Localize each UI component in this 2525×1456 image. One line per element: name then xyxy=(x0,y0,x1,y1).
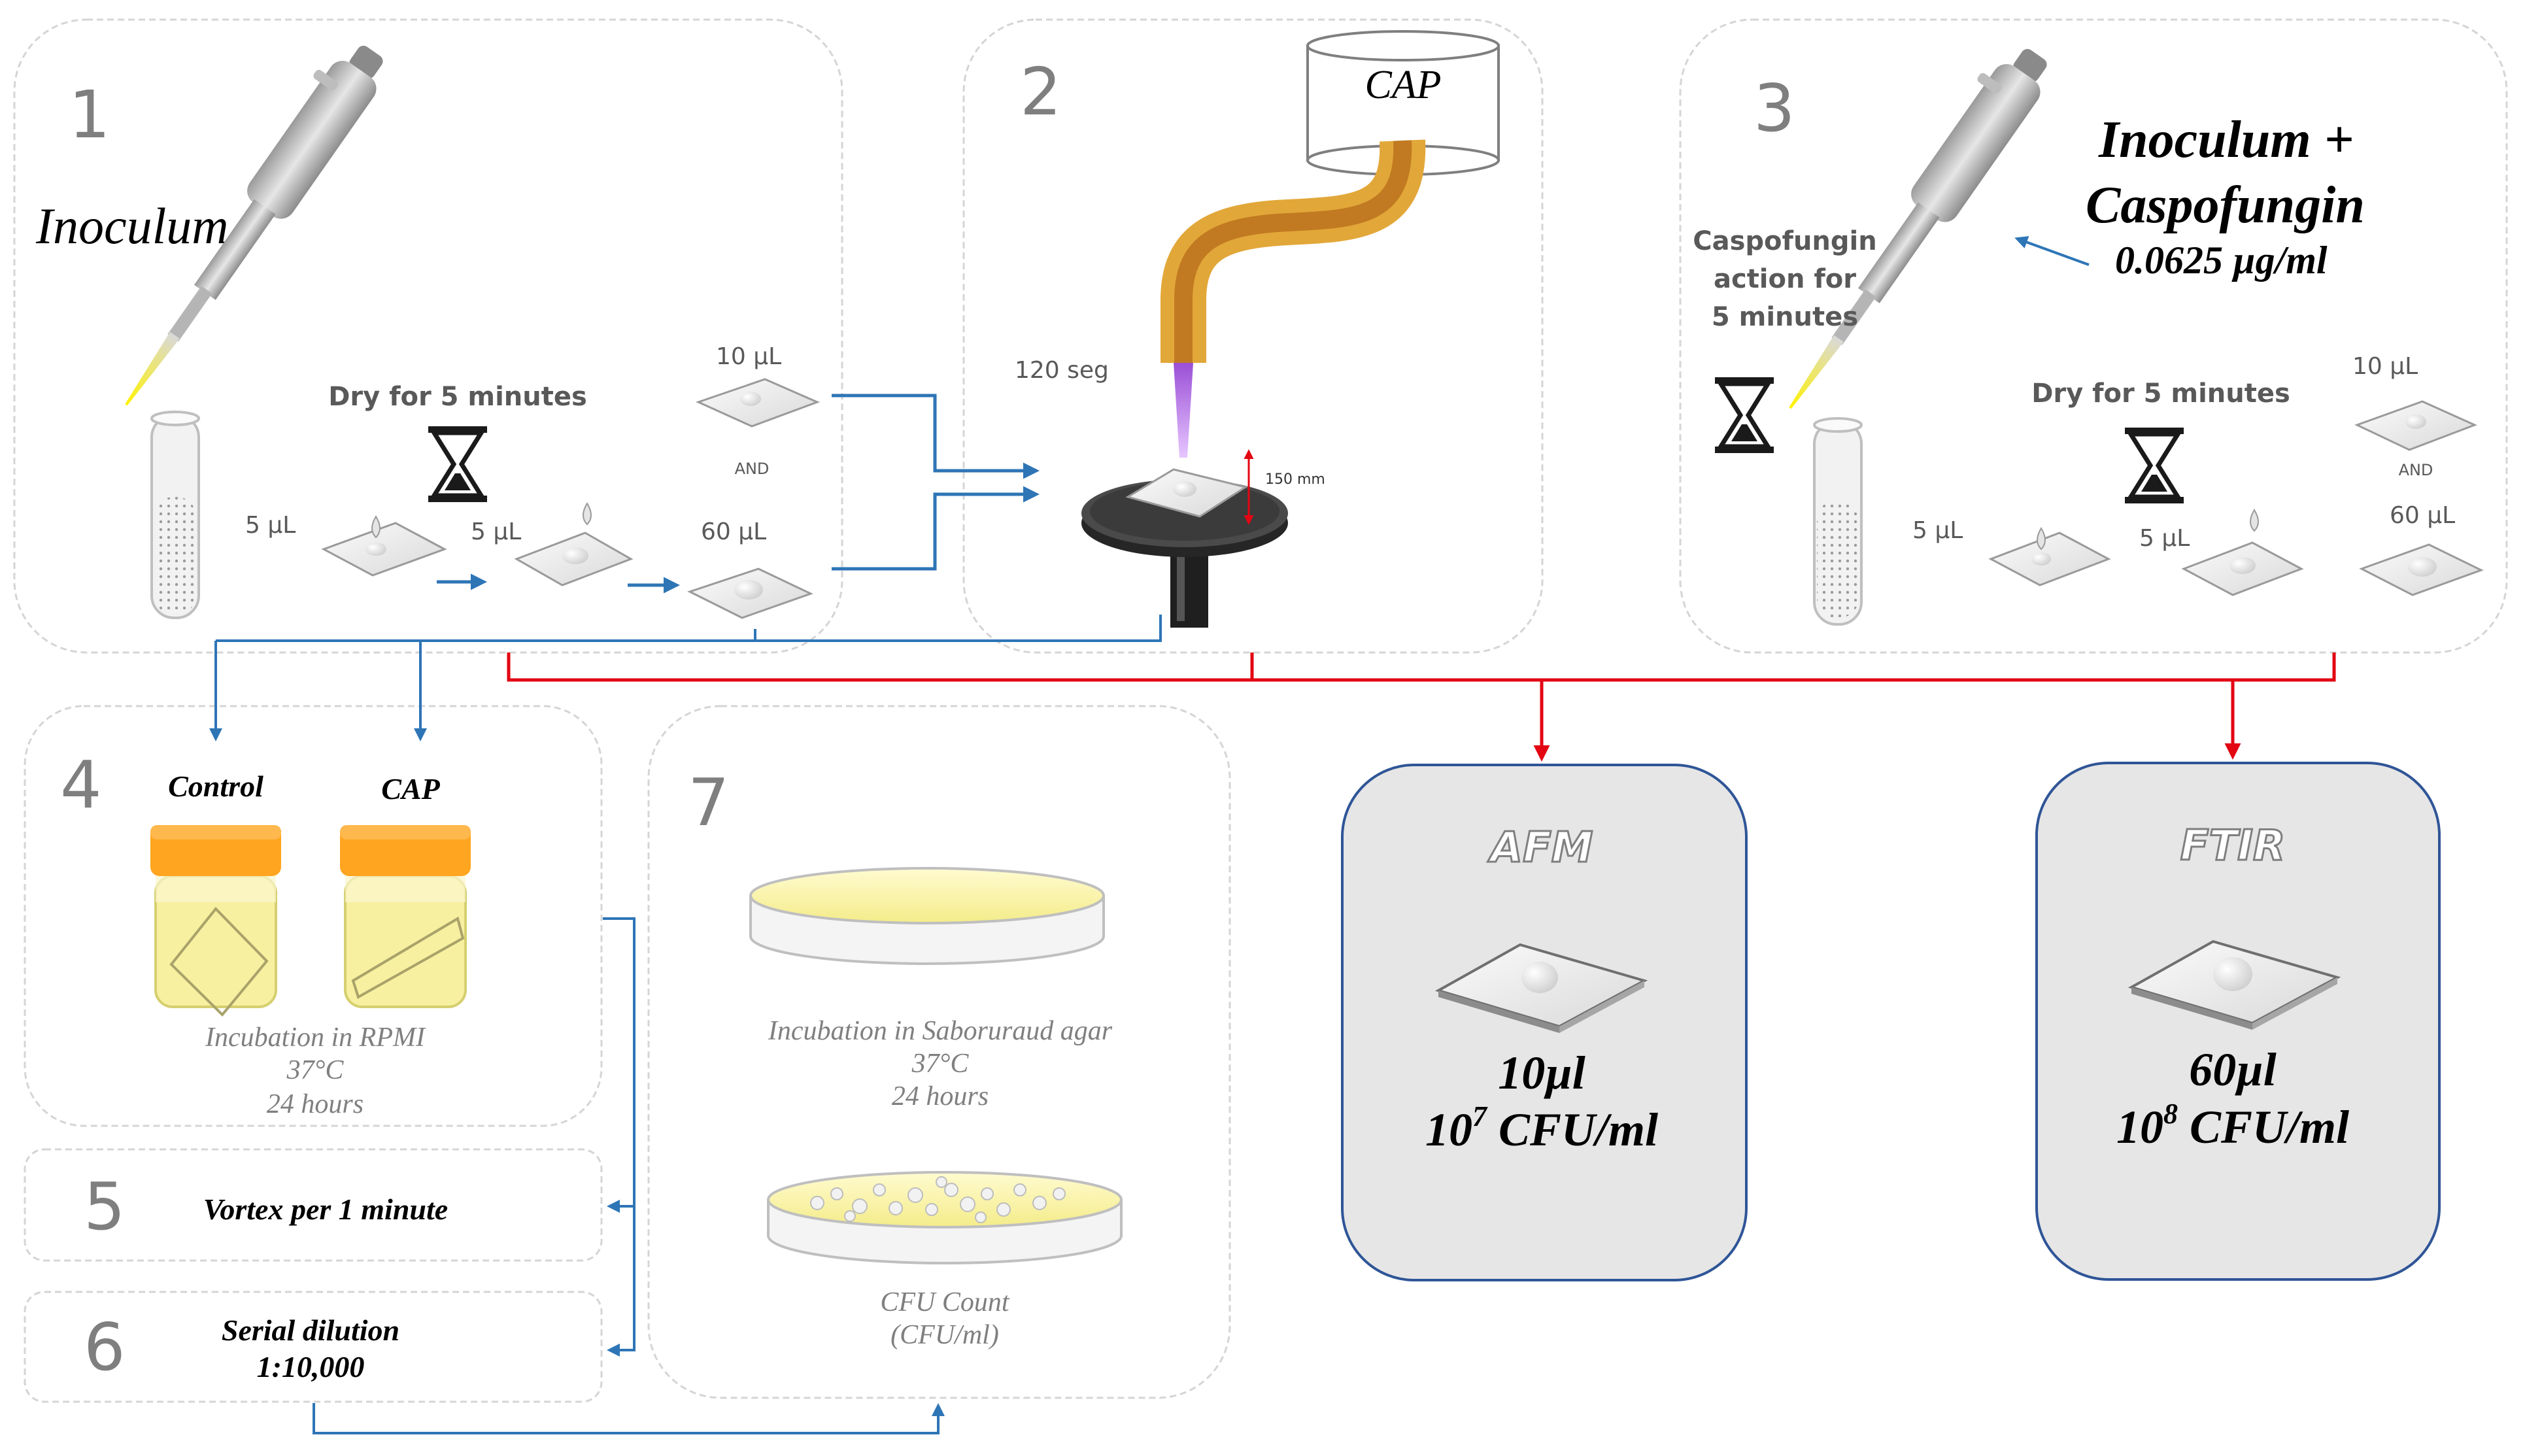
arrow-slide10-to-cap xyxy=(832,394,1040,479)
panel-7-number: 7 xyxy=(688,764,730,841)
panel-4-frame xyxy=(24,705,603,1127)
control-jar-icon xyxy=(150,825,281,1017)
panel-2-time: 120 seg xyxy=(1015,357,1109,384)
glass-slide-icon xyxy=(2354,400,2477,451)
panel-6-text-line1: Serial dilution xyxy=(222,1313,399,1347)
panel-6-text-line2: 1:10,000 xyxy=(257,1350,365,1383)
panel-3-dry-label: Dry for 5 minutes xyxy=(2031,379,2290,409)
glass-slide-icon xyxy=(2181,509,2304,596)
panel-5-text: Vortex per 1 minute xyxy=(203,1193,448,1226)
panel-1-vol-5a: 5 µL xyxy=(245,512,296,539)
panel-1-dry-label: Dry for 5 minutes xyxy=(328,382,587,412)
panel-7-count-line1: CFU Count xyxy=(880,1287,1010,1317)
panel-5-number: 5 xyxy=(84,1168,126,1245)
hourglass-icon xyxy=(1715,377,1774,453)
micropipette-icon xyxy=(125,45,383,406)
panel-7-incubation-line1: Incubation in Saboruraud agar xyxy=(768,1016,1113,1046)
panel-7-incubation-line2: 37°C xyxy=(911,1049,970,1079)
ftir-sample-slide-icon xyxy=(2127,940,2341,1030)
panel-7-count-line2: (CFU/ml) xyxy=(890,1320,999,1350)
blue-connector-to-panel4 xyxy=(754,615,1162,642)
test-tube-icon xyxy=(1813,417,1863,626)
arrow-panel6-to-panel7 xyxy=(313,1403,945,1434)
panel-2-cap-label: CAP xyxy=(1364,63,1441,107)
panel-2-number: 2 xyxy=(1020,54,1062,130)
panel-4-number: 4 xyxy=(60,747,102,823)
panel-frames xyxy=(13,18,2508,1403)
cap-cylinder-icon xyxy=(1306,30,1500,176)
panel-1-vol-5b: 5 µL xyxy=(471,518,521,545)
glass-slide-icon xyxy=(695,378,821,428)
glass-slide-icon xyxy=(687,567,813,619)
panel-3-vol-60: 60 µL xyxy=(2390,502,2455,529)
red-connector xyxy=(507,652,2336,682)
panel-2-frame xyxy=(962,18,1544,654)
ftir-volume: 60µl xyxy=(2189,1043,2277,1096)
hourglass-icon xyxy=(2125,428,2184,503)
panel-3-action-line3: 5 minutes xyxy=(1712,302,1858,332)
panel-1-and: AND xyxy=(735,460,770,478)
panel-7-frame xyxy=(647,705,1231,1399)
afm-conc-base: 10 xyxy=(1425,1104,1472,1156)
panel-7-incubation-line3: 24 hours xyxy=(892,1081,989,1111)
glass-slide-icon xyxy=(514,502,634,586)
panel-4-control-label: Control xyxy=(168,770,263,803)
test-tube-icon xyxy=(150,411,200,619)
petri-dish-icon xyxy=(749,867,1105,965)
panel-3-action-line2: action for xyxy=(1714,264,1856,294)
panel-4-incubation-line2: 37°C xyxy=(286,1055,345,1085)
panel-4-incubation-line1: Incubation in RPMI xyxy=(205,1023,426,1053)
cap-jar-icon xyxy=(340,825,471,1008)
arrow-panel4-to-panel5 xyxy=(603,917,635,1213)
panel-3-vol-5a: 5 µL xyxy=(1912,517,1963,544)
afm-conc-unit: CFU/ml xyxy=(1487,1104,1658,1156)
afm-conc-exp: 7 xyxy=(1472,1100,1488,1132)
panel-3-action-line1: Caspofungin xyxy=(1693,226,1876,256)
arrow-panel4-to-panel6 xyxy=(607,1206,635,1357)
ftir-conc-exp: 8 xyxy=(2163,1098,2178,1130)
plasma-jet-icon xyxy=(1161,139,1426,458)
panel-4-cap-label: CAP xyxy=(381,772,440,805)
panel-3-title-line1: Inoculum + xyxy=(2098,111,2354,169)
ftir-title: FTIR xyxy=(2180,822,2285,870)
panel-1-number: 1 xyxy=(69,76,110,153)
hourglass-icon xyxy=(428,426,487,502)
panel-3-title-line2: Caspofungin xyxy=(2086,177,2365,234)
panel-6-number: 6 xyxy=(84,1309,126,1385)
panel-3-vol-10: 10 µL xyxy=(2352,353,2418,380)
micropipette-icon xyxy=(1789,48,2047,409)
afm-volume: 10µl xyxy=(1498,1047,1585,1099)
concentration-arrow xyxy=(2014,236,2090,266)
afm-sample-slide-icon xyxy=(1434,943,1648,1033)
glass-slide-icon xyxy=(321,515,447,577)
panel-1-vol-60: 60 µL xyxy=(701,518,766,545)
glass-slide-icon xyxy=(2359,543,2484,596)
panel-1-vol-10: 10 µL xyxy=(716,343,781,370)
arrow-slide60-to-cap xyxy=(832,486,1040,571)
ftir-conc-unit: CFU/ml xyxy=(2178,1101,2349,1153)
panel-1-title: Inoculum xyxy=(35,197,229,254)
panel-1-frame xyxy=(13,18,843,654)
panel-3-and: AND xyxy=(2399,461,2433,479)
glass-slide-icon xyxy=(1988,527,2111,586)
panel-3-vol-5b: 5 µL xyxy=(2139,525,2190,552)
ftir-conc-base: 10 xyxy=(2116,1101,2163,1153)
afm-title: AFM xyxy=(1487,824,1593,872)
panel-3-frame xyxy=(1679,18,2508,654)
panel-2-distance: 150 mm xyxy=(1265,471,1325,488)
ftir-concentration: 108 CFU/ml xyxy=(2116,1098,2349,1153)
sample-stage-icon xyxy=(1081,468,1288,628)
afm-concentration: 107 CFU/ml xyxy=(1425,1100,1658,1156)
panel-4-incubation-line3: 24 hours xyxy=(267,1089,364,1119)
panel-3-number: 3 xyxy=(1754,70,1795,146)
colony-petri-dish-icon xyxy=(767,1171,1123,1264)
panel-3-concentration: 0.0625 µg/ml xyxy=(2115,239,2328,282)
